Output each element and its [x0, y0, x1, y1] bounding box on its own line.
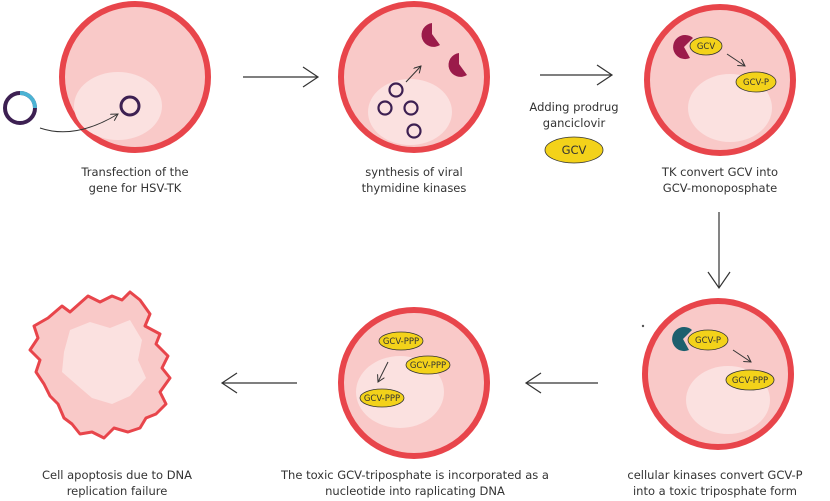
cell-2-synthesis	[338, 1, 490, 153]
synthesis-arrow	[405, 66, 421, 83]
caption-line: replication failure	[66, 484, 168, 498]
caption-line: gene for HSV-TK	[88, 181, 182, 195]
caption-line: Cell apoptosis due to DNA	[41, 468, 193, 482]
gcv-pill-label: GCV	[697, 42, 716, 52]
gcv-ppp-pill	[725, 369, 775, 391]
thymidine-kinase-icon	[448, 53, 467, 77]
gcv-ppp-pill-label: GCV-PPP	[410, 361, 446, 371]
cell-1-transfection	[59, 1, 211, 153]
caption-step-2: synthesis of viral thymidine kinases	[339, 164, 489, 196]
gcv-ppp-pill	[405, 355, 451, 375]
gcv-p-pill-label: GCV-P	[695, 336, 721, 346]
cell-4-cellular-kinases: GCV-P GCV-PPP	[642, 298, 794, 450]
caption-line: into a toxic triposphate form	[632, 484, 797, 498]
arrow-left-icon	[220, 372, 297, 394]
plasmid-icon	[388, 82, 404, 98]
caption-line: Adding prodrug	[529, 100, 619, 114]
incorporation-arrow	[378, 361, 389, 382]
gcv-p-pill	[687, 329, 729, 351]
arrow-left-icon	[524, 372, 598, 394]
gene-segment	[19, 91, 37, 109]
prodrug-caption: Adding prodrug ganciclovir	[519, 99, 629, 131]
gcv-pill	[689, 36, 723, 56]
caption-step-5: The toxic GCV-triposphate is incorporate…	[270, 467, 560, 499]
plasmid-icon	[406, 123, 422, 139]
gcv-ppp-pill	[359, 388, 405, 408]
plasmid-icon	[403, 100, 419, 116]
caption-step-4: cellular kinases convert GCV-P into a to…	[600, 467, 830, 499]
plasmid-icon	[119, 95, 141, 117]
gcv-ppp-pill	[378, 331, 424, 351]
caption-line: cellular kinases convert GCV-P	[627, 468, 803, 482]
gcv-p-pill-label: GCV-P	[743, 78, 769, 88]
caption-line: nucleotide into raplicating DNA	[325, 484, 505, 498]
cell-5-dna-incorporation: GCV-PPP GCV-PPP GCV-PPP	[338, 307, 490, 459]
transfection-arrow	[39, 114, 118, 133]
caption-step-6: Cell apoptosis due to DNA replication fa…	[22, 467, 212, 499]
caption-line: The toxic GCV-triposphate is incorporate…	[281, 468, 549, 482]
thymidine-kinase-icon	[421, 23, 440, 47]
gcv-p-pill	[735, 71, 777, 93]
cell-6-apoptosis	[28, 290, 172, 440]
caption-line: synthesis of viral	[365, 165, 463, 179]
gcv-ppp-pill-label: GCV-PPP	[364, 394, 400, 404]
caption-line: ganciclovir	[542, 116, 606, 130]
conversion-arrow	[726, 53, 745, 66]
conversion-arrow	[732, 349, 751, 362]
cellular-kinase-icon	[672, 327, 692, 352]
caption-line: thymidine kinases	[361, 181, 467, 195]
arrow-down-icon	[707, 212, 731, 290]
dot-mark	[641, 324, 645, 328]
caption-step-1: Transfection of the gene for HSV-TK	[50, 164, 220, 196]
prodrug-gcv-pill: GCV	[544, 136, 604, 164]
caption-line: Transfection of the	[81, 165, 189, 179]
thymidine-kinase-icon	[673, 35, 693, 60]
nucleus	[74, 72, 162, 140]
cell-3-gcv-conversion: GCV GCV-P	[644, 4, 796, 156]
caption-line: TK convert GCV into	[661, 165, 779, 179]
arrow-right-icon	[243, 66, 320, 88]
flow-arrows	[220, 64, 731, 394]
arrow-right-icon	[540, 64, 614, 86]
fragmented-nucleus	[62, 320, 146, 404]
plasmid-icon	[377, 100, 393, 116]
gcv-ppp-pill-label: GCV-PPP	[732, 376, 768, 386]
prodrug-pill-label: GCV	[562, 143, 587, 157]
gcv-ppp-pill-label: GCV-PPP	[383, 337, 419, 347]
plasmid-outside	[3, 91, 118, 133]
caption-step-3: TK convert GCV into GCV-monopo­sphate	[635, 164, 805, 196]
caption-line: GCV-monopo­sphate	[662, 181, 778, 195]
nucleus	[368, 79, 452, 145]
